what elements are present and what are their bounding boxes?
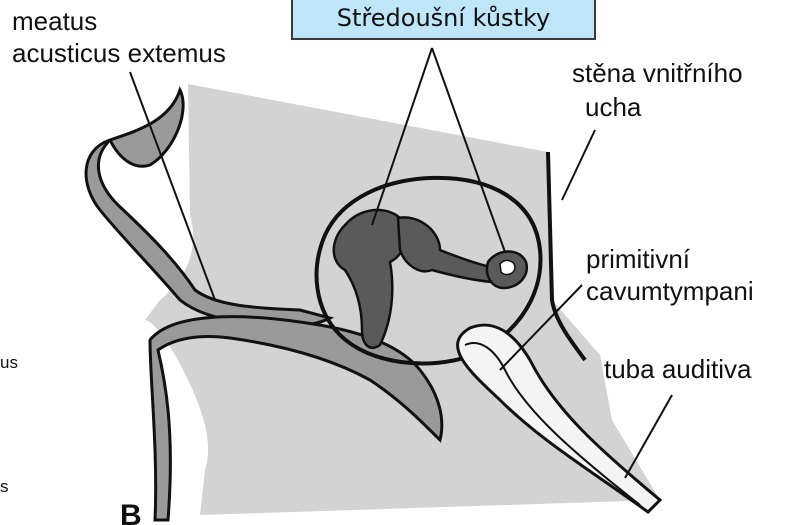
pointer-tuba — [625, 395, 672, 478]
label-panel-letter: B — [120, 499, 142, 525]
label-edge-fragment-2: s — [0, 477, 9, 496]
label-stena-line1: stěna vnitřního — [572, 58, 743, 88]
label-meatus-line1: meatus — [12, 6, 97, 36]
title-box: Středoušní kůstky — [291, 0, 596, 40]
label-edge-fragment-1: us — [0, 353, 18, 372]
ossicle-stapes-hole — [500, 260, 515, 274]
label-stena-line2: ucha — [585, 92, 642, 122]
label-tuba: tuba auditiva — [604, 354, 752, 384]
label-primitivni-line2: cavumtympani — [586, 276, 754, 306]
pointer-stena — [562, 130, 595, 200]
label-meatus-line2: acusticus extemus — [12, 38, 226, 68]
title-text: Středoušní kůstky — [337, 4, 550, 32]
label-primitivni-line1: primitivní — [586, 244, 691, 274]
